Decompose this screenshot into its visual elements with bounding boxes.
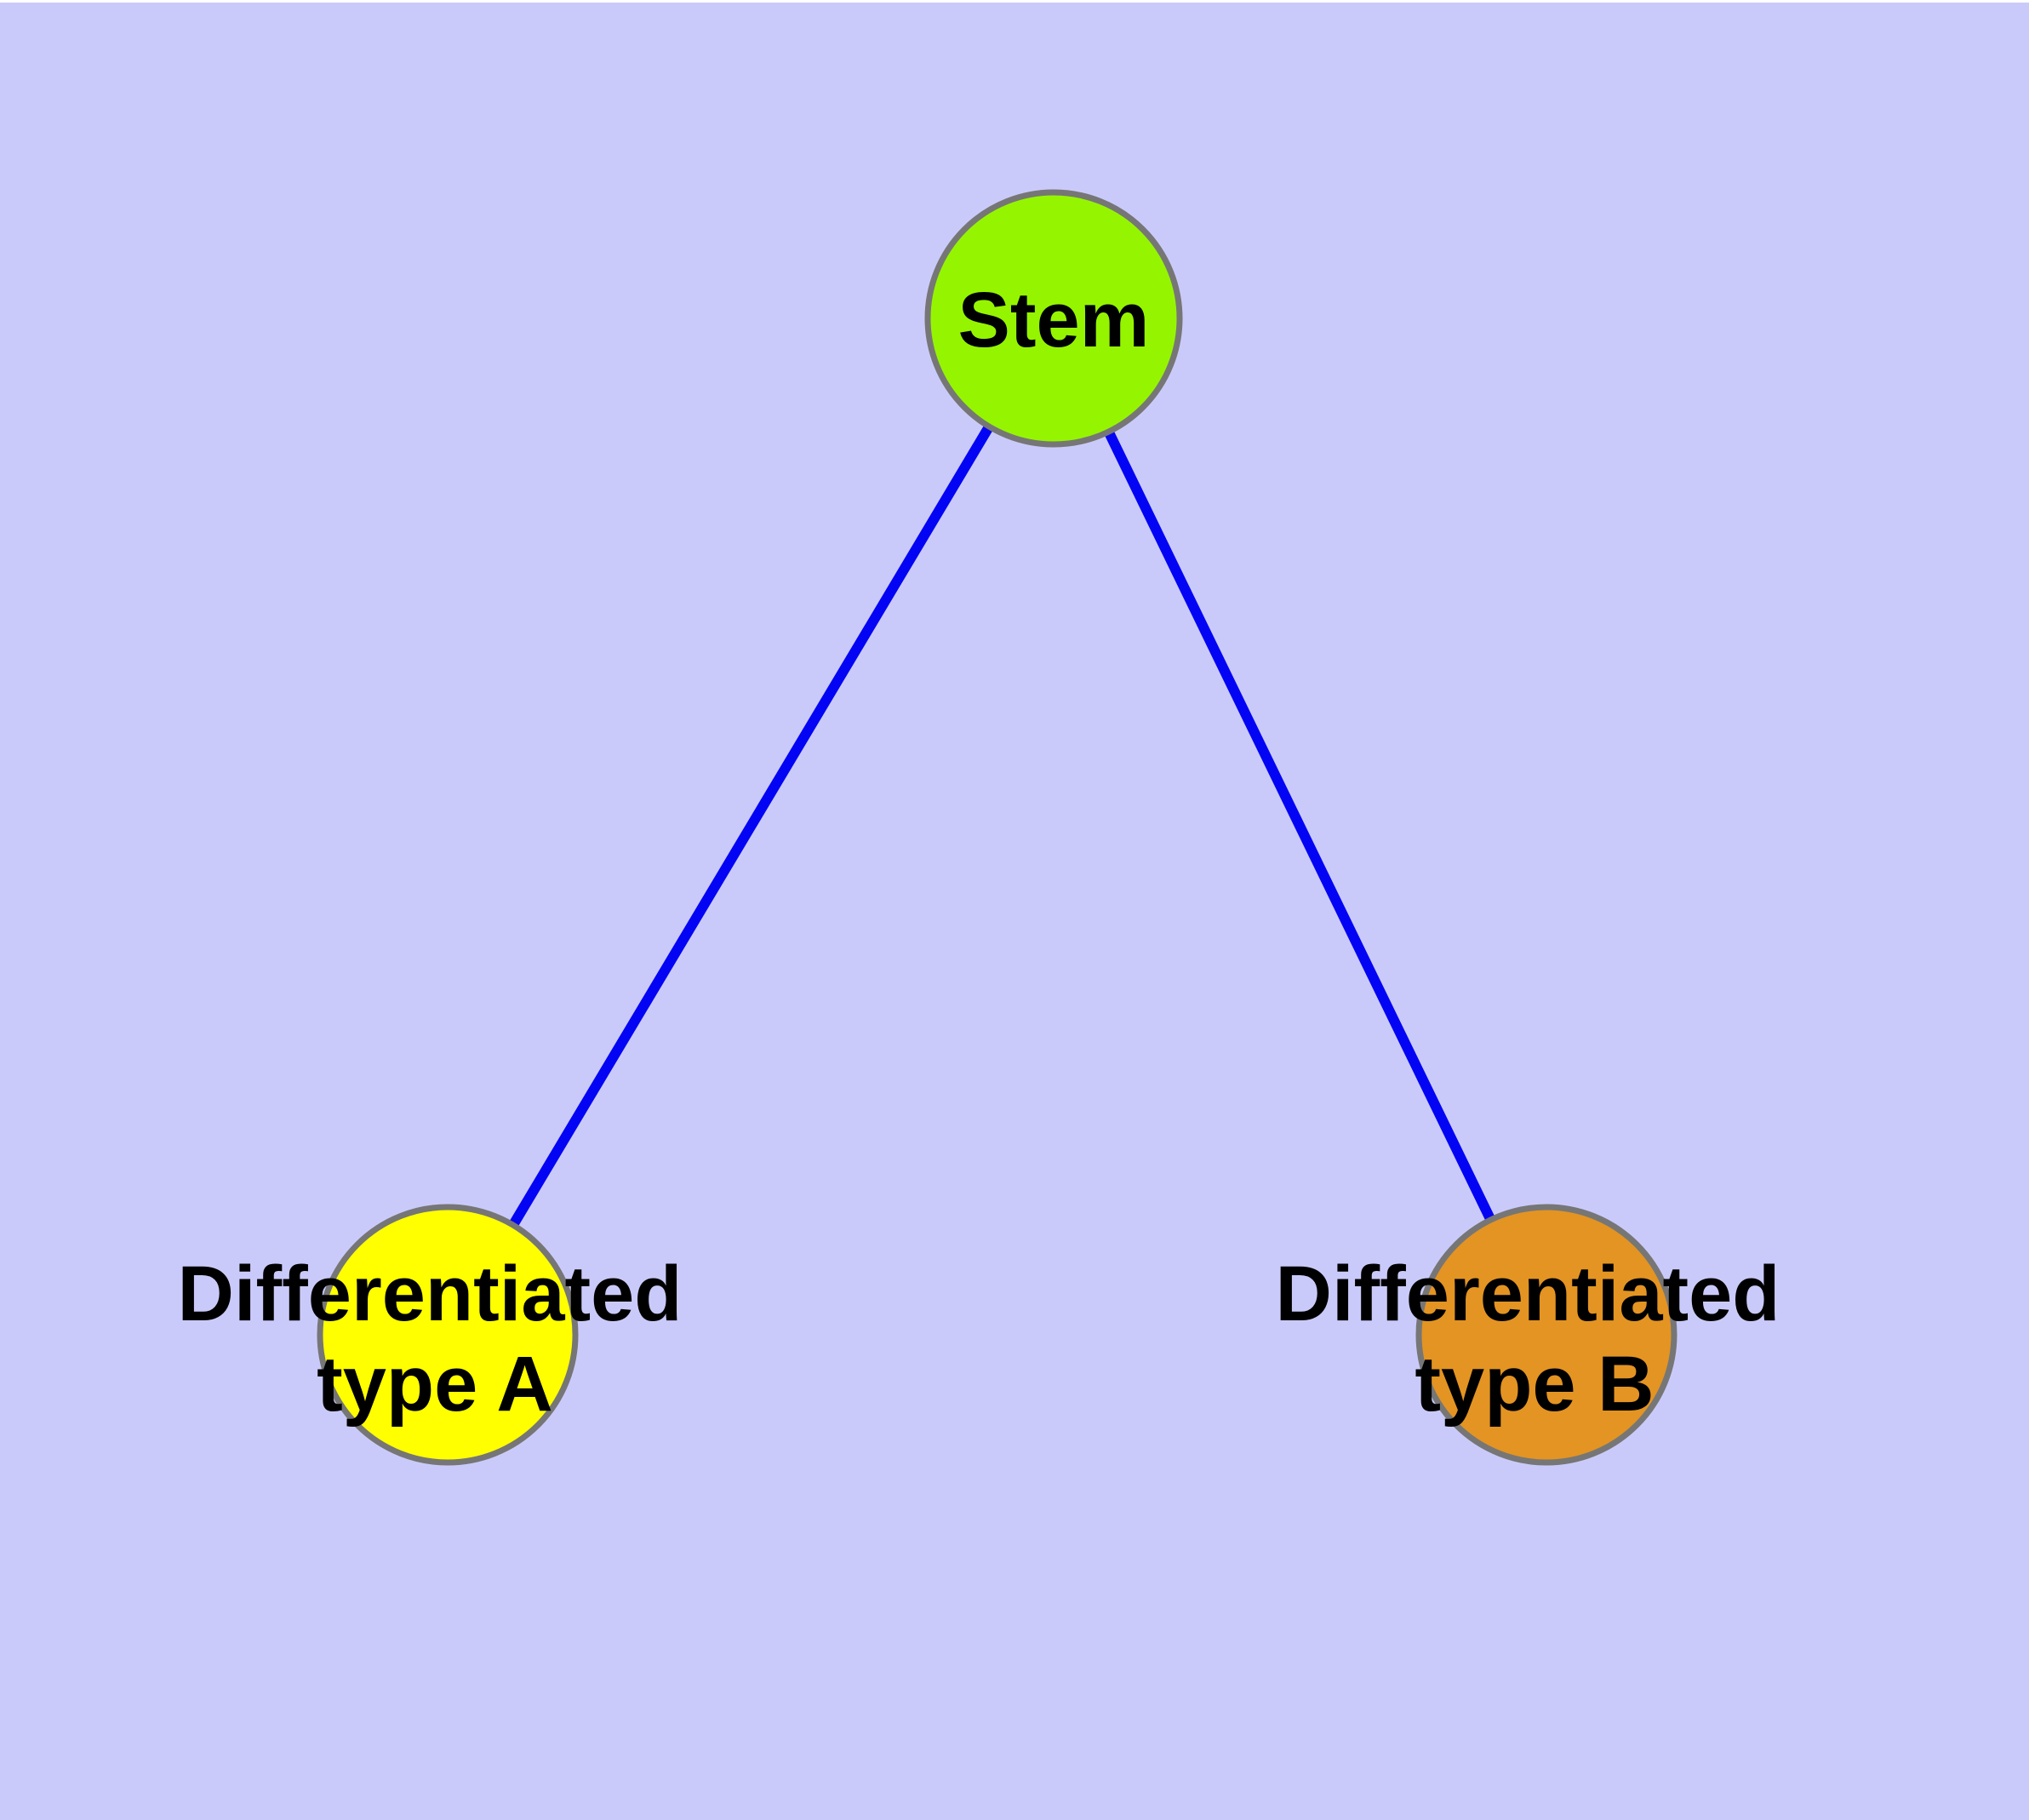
node-type-a-label-line1: Differentiated: [178, 1251, 683, 1337]
node-type-b-label-line1: Differentiated: [1276, 1251, 1780, 1337]
edge-stem-to-type-a: [443, 315, 1059, 1338]
node-type-b-label-line2: type B: [1415, 1341, 1654, 1428]
edge-stem-to-type-b: [1049, 316, 1552, 1337]
node-type-a-circle: [317, 1204, 579, 1466]
node-stem-circle: [924, 189, 1183, 448]
node-type-b-circle: [1415, 1204, 1677, 1466]
node-type-a-label-line2: type A: [317, 1341, 553, 1428]
node-stem-label: Stem: [958, 277, 1150, 363]
